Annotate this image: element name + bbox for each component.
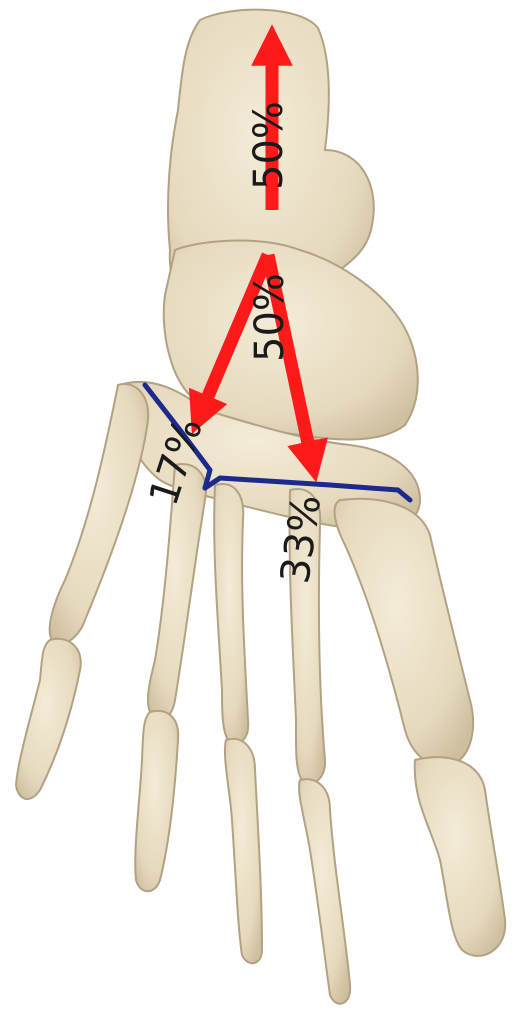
metatarsal-3: [214, 484, 248, 743]
calcaneus-load-label: 50%: [246, 101, 292, 190]
toe-5-phalanx: [16, 639, 81, 799]
toe-1-phalanx: [415, 757, 506, 956]
metatarsal-5: [50, 384, 149, 644]
toe-3-phalanx: [225, 739, 262, 963]
toe-4-phalanx: [135, 711, 178, 891]
metatarsal-1: [335, 499, 474, 766]
toe-2-phalanx: [299, 779, 350, 1004]
talus-load-label: 50%: [247, 273, 293, 362]
